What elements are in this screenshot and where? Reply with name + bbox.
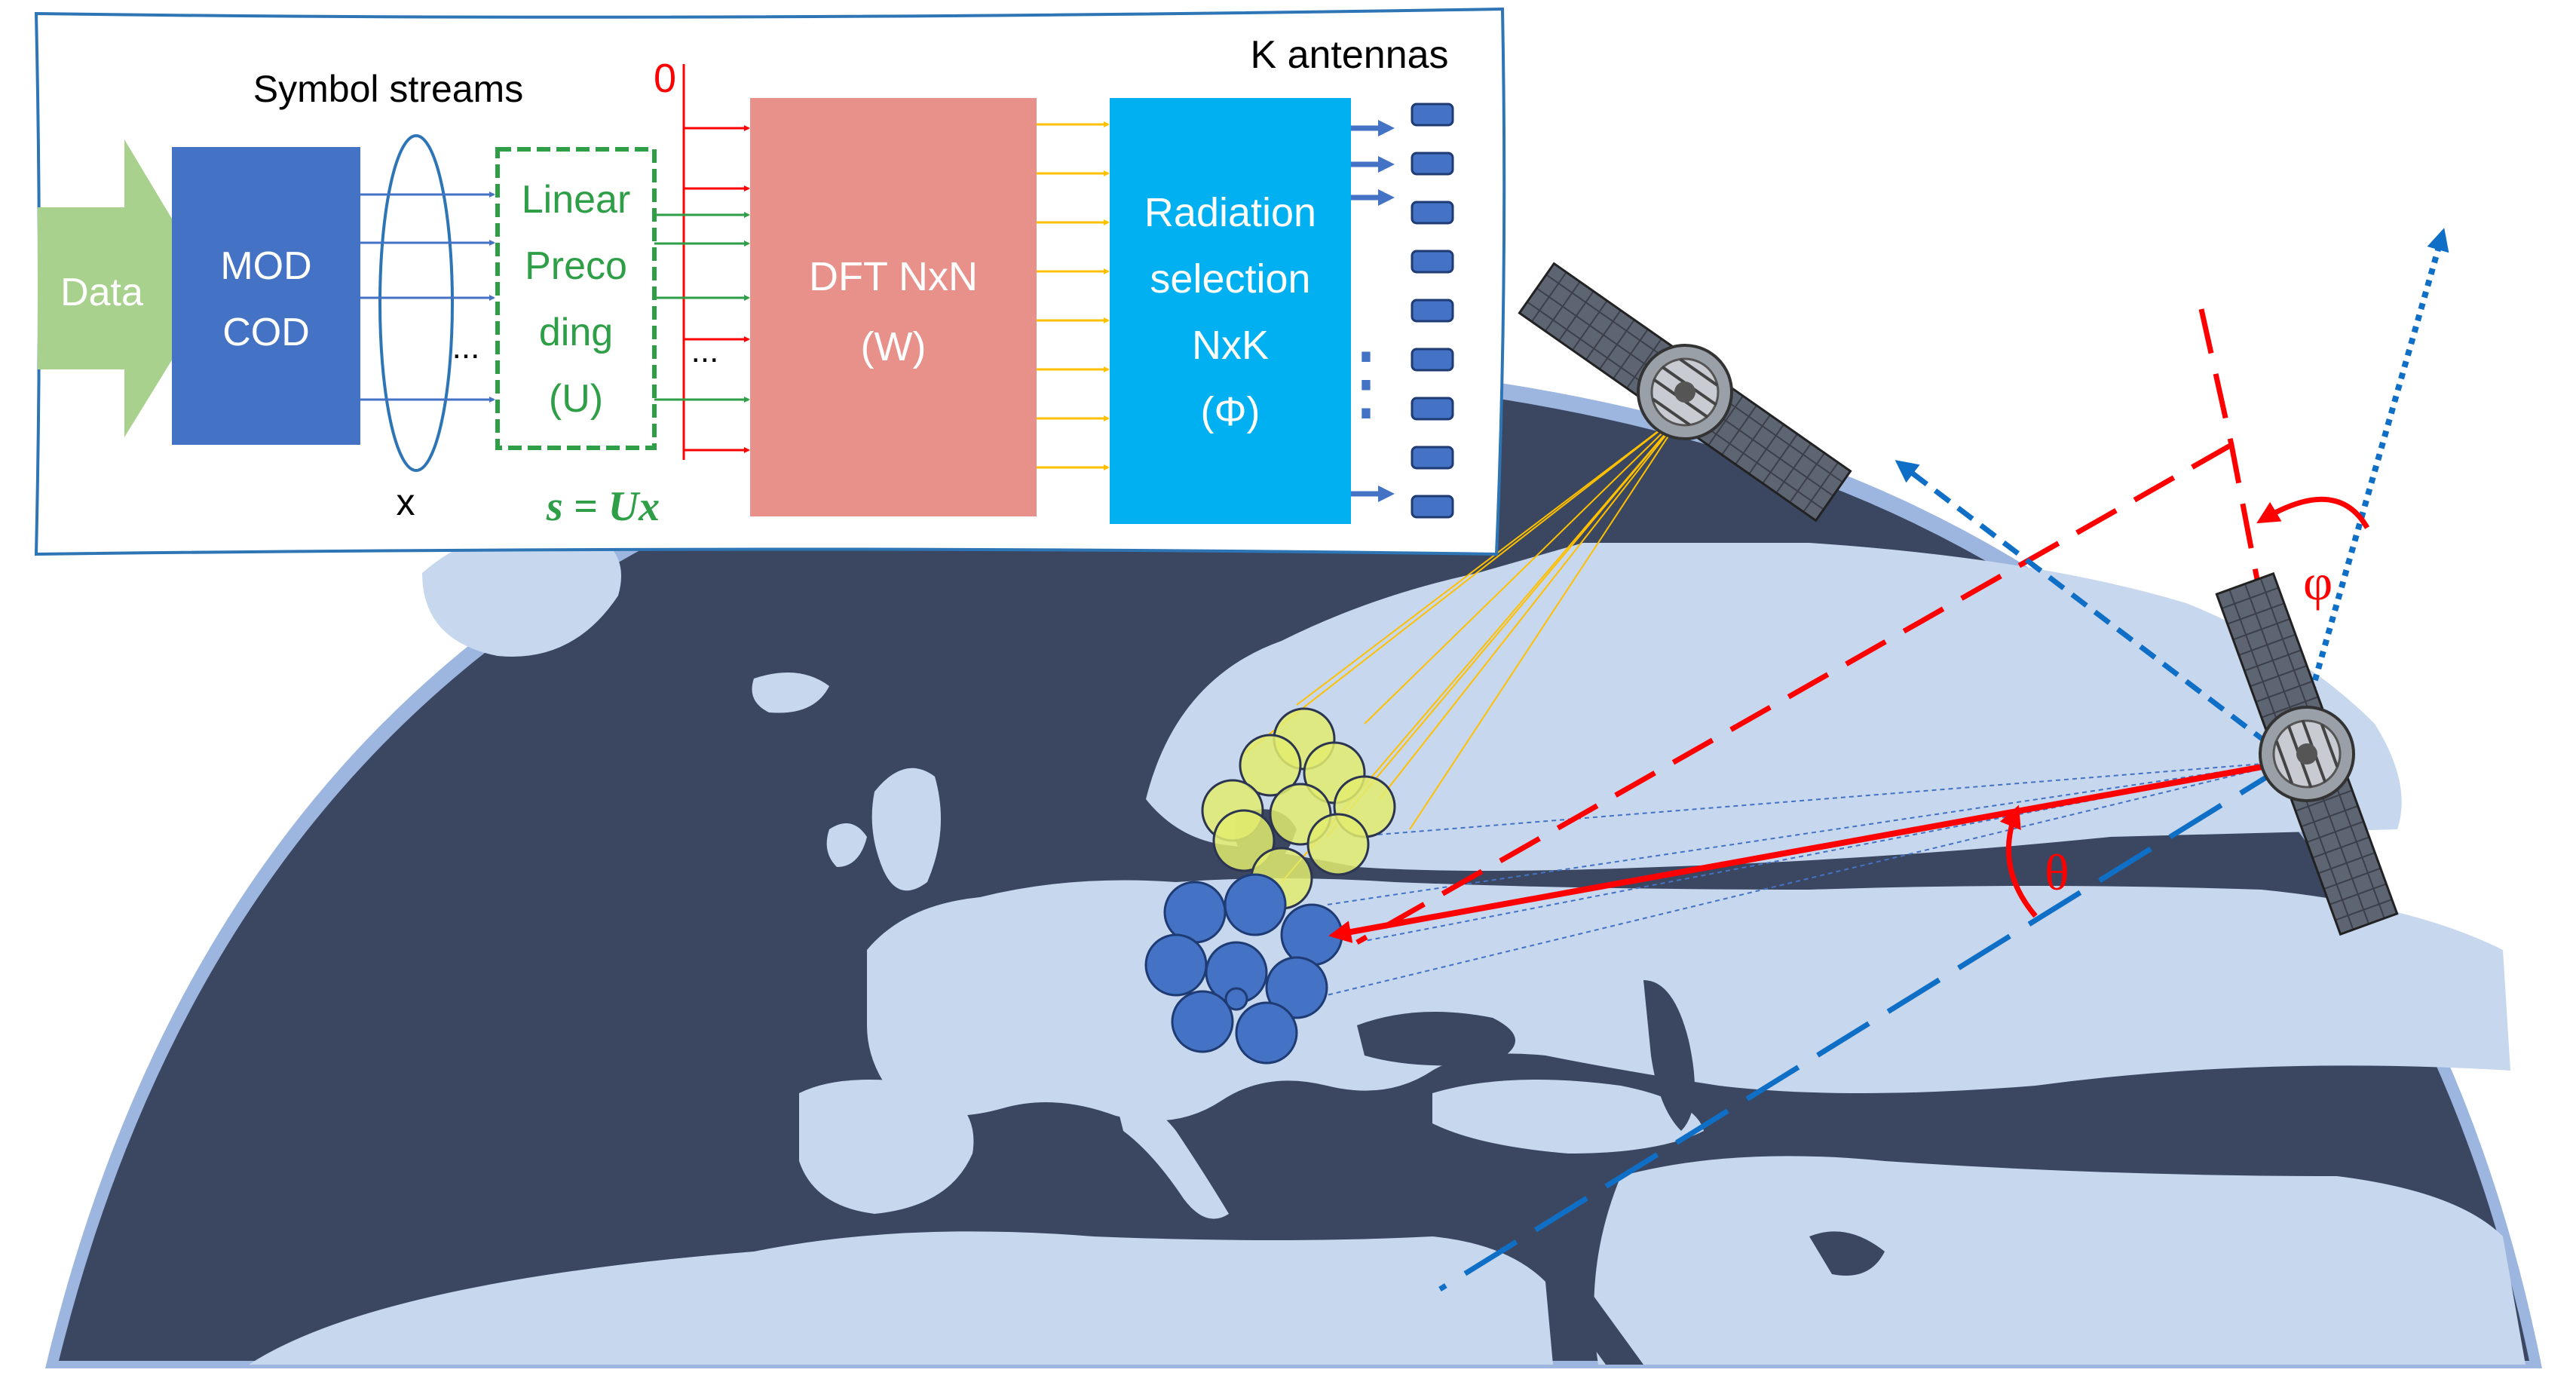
phi-label: φ (2303, 553, 2332, 611)
landmass-iceland (752, 673, 829, 713)
red-ray-dashed (1355, 442, 2233, 945)
symbol-streams-label: Symbol streams (253, 68, 523, 110)
landmass-middle-east-asia (1594, 1156, 2525, 1365)
beam-yellow (1239, 734, 1302, 797)
beam-blue (1224, 873, 1287, 936)
antenna-element (1411, 103, 1454, 127)
earth-globe (45, 362, 2542, 1368)
caspian-sea (1643, 980, 1695, 1131)
dft-line1: DFT NxN (809, 254, 978, 299)
beam-blue (1224, 987, 1248, 1011)
x-label: x (397, 481, 415, 523)
vertical-dots: ⋮ (1325, 336, 1407, 429)
landmass-north-africa (249, 1231, 1553, 1365)
data-arrow-shape (38, 139, 215, 437)
beam-blue (1144, 933, 1208, 997)
block-diagram-panel: Data MOD COD Symbol streams ... x Linear… (34, 7, 1506, 556)
landmass-scandinavia-russia (1146, 543, 2402, 871)
landmass-greenland (422, 526, 621, 657)
precoding-line1: Linear (522, 178, 631, 222)
mod-cod-line1: MOD (220, 244, 311, 288)
ellipsis-streams: ... (452, 329, 480, 366)
antenna-element (1411, 250, 1454, 274)
symbol-streams-ellipse (378, 134, 454, 472)
landmass-britain (871, 768, 941, 891)
precoding-line4: (U) (549, 377, 603, 421)
ellipsis-precoded: ... (691, 332, 719, 369)
persian-gulf (1809, 1231, 1885, 1276)
beam-blue (1265, 956, 1328, 1019)
antennas-label: K antennas (1250, 33, 1448, 77)
beam-blue (1171, 990, 1234, 1053)
antenna-element (1411, 201, 1454, 225)
landmass-italy (1116, 1099, 1229, 1219)
mod-cod-line2: COD (222, 311, 310, 354)
phi-arc (2256, 496, 2370, 529)
landmass-iberia (799, 1080, 974, 1214)
mod-cod-box (172, 147, 360, 445)
dft-box (750, 98, 1037, 516)
beam-yellow (1212, 809, 1276, 872)
precoding-line2: Preco (525, 244, 627, 288)
landmass-turkey (1432, 1080, 1704, 1154)
antenna-array (1411, 103, 1454, 519)
radiation-line2: selection (1150, 256, 1310, 302)
stream-arrows (360, 191, 495, 403)
yellow-beam-cluster (1201, 707, 1396, 910)
data-label: Data (60, 271, 143, 314)
landmass-ireland (826, 823, 867, 867)
antenna-element (1411, 152, 1454, 176)
beam-blue (1235, 1001, 1298, 1065)
antenna-element (1411, 299, 1454, 323)
zero-input-arrows (684, 125, 750, 453)
radiation-line1: Radiation (1144, 190, 1316, 235)
beam-footprints (1144, 410, 2293, 1065)
beam-blue (1163, 881, 1227, 944)
blue-nadir-dashed (1438, 759, 2293, 1291)
theta-arc (1999, 804, 2038, 918)
antenna-element (1411, 446, 1454, 470)
dft-line2: (W) (861, 324, 927, 369)
radiation-output-arrows (1351, 120, 1395, 502)
antenna-element (1411, 348, 1454, 372)
red-sea (1545, 1282, 1643, 1365)
black-sea (1357, 1012, 1515, 1066)
blue-tangent-arrow (1894, 460, 2294, 764)
radiation-line4: (Φ) (1200, 389, 1260, 434)
beam-yellow (1306, 813, 1370, 876)
precoding-equation: s = Ux (546, 483, 660, 530)
blue-beam-cluster (1144, 873, 1343, 1065)
radiation-line3: NxK (1192, 323, 1269, 368)
beam-blue (1280, 903, 1343, 967)
antenna-element (1411, 495, 1454, 519)
precoded-arrows (654, 212, 750, 403)
dft-output-arrows (1037, 121, 1110, 470)
radiation-selection-box (1110, 98, 1351, 524)
theta-label: θ (2045, 844, 2069, 901)
satellite-icon (1518, 262, 1852, 522)
zero-label: 0 (654, 56, 676, 101)
precoding-line3: ding (539, 311, 613, 354)
red-ray-solid (1328, 758, 2293, 943)
satellite-icon (2215, 571, 2399, 936)
antenna-element (1411, 397, 1454, 421)
